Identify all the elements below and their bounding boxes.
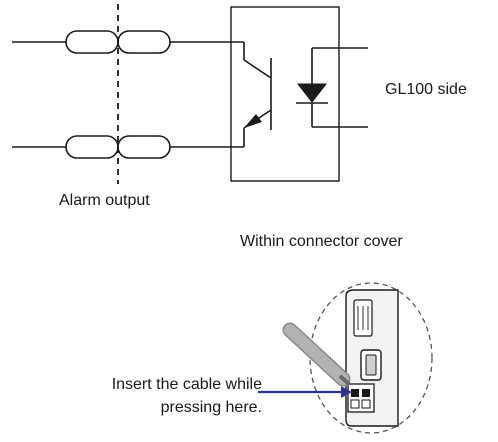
gl100-side-label: GL100 side: [385, 81, 467, 98]
bottom-wire: [12, 128, 245, 159]
led-diode-icon: [296, 47, 368, 128]
instruction-line-2: pressing here.: [160, 399, 262, 416]
instruction-line-1: Insert the cable while: [111, 376, 262, 393]
connector-cover-outline: [309, 282, 433, 434]
top-left-ferrule: [65, 30, 119, 54]
connector-cover-label: Within connector cover: [240, 233, 403, 250]
pointer-arrow: [258, 386, 352, 398]
connector-detail-icon: [340, 289, 399, 427]
alarm-output-label: Alarm output: [59, 192, 150, 209]
top-wire: [12, 30, 245, 60]
screwdriver-icon: [282, 322, 351, 387]
bottom-right-ferrule: [117, 135, 171, 159]
npn-phototransistor-icon: [243, 58, 272, 130]
bottom-left-ferrule: [65, 135, 119, 159]
top-right-ferrule: [117, 30, 171, 54]
photocoupler-box: [230, 6, 340, 182]
